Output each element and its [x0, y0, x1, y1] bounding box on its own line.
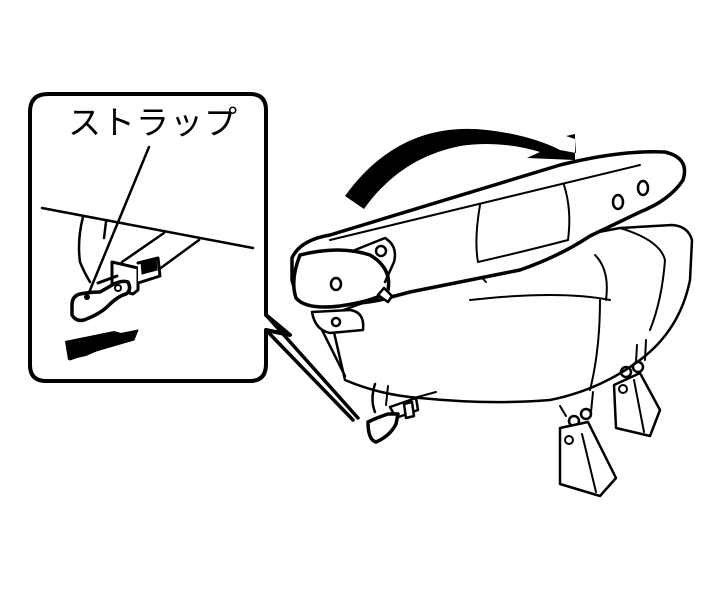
seatback: [290, 150, 687, 378]
seat-legs: [558, 339, 662, 498]
fold-arrow-icon: [345, 128, 576, 209]
strap: [366, 382, 437, 444]
callout-label-strap: ストラップ: [68, 103, 238, 142]
callout-box: [28, 92, 360, 422]
